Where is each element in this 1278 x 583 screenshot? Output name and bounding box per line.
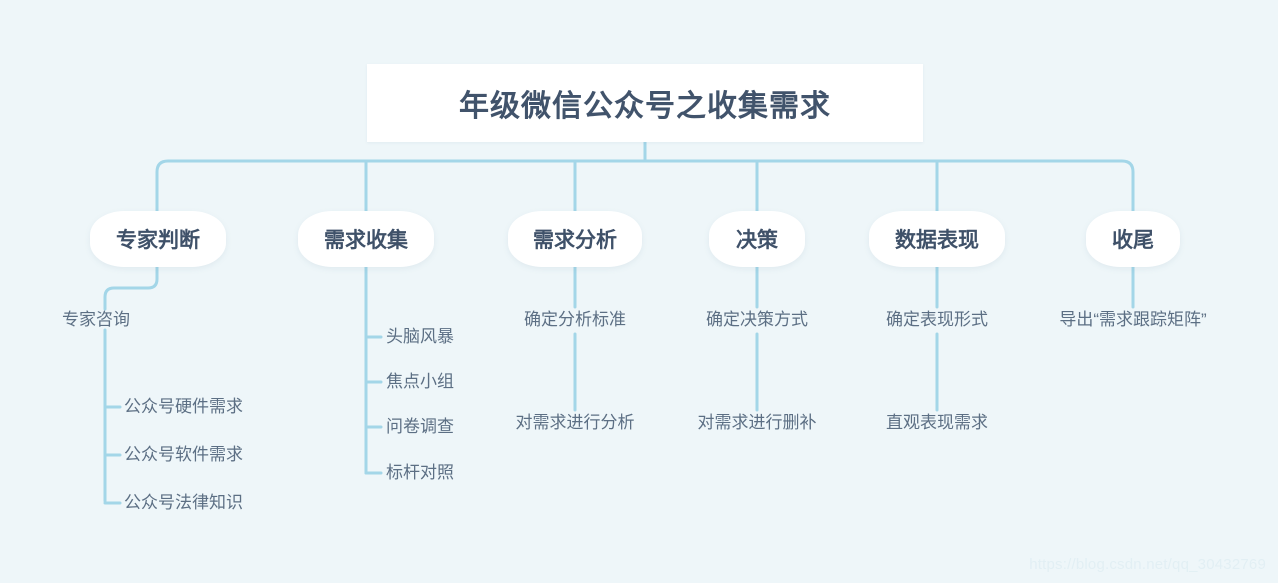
branch-node-5[interactable]: 数据表现	[869, 211, 1005, 267]
leaf-software-requirement[interactable]: 公众号软件需求	[124, 445, 243, 464]
watermark: https://blog.csdn.net/qq_30432769	[1029, 556, 1266, 573]
branch-node-3[interactable]: 需求分析	[508, 211, 642, 267]
leaf-visual-presentation[interactable]: 直观表现需求	[886, 413, 988, 432]
leaf-add-remove-requirements[interactable]: 对需求进行删补	[697, 413, 817, 432]
branch-node-4[interactable]: 决策	[709, 211, 805, 267]
leaf-focus-group[interactable]: 焦点小组	[386, 372, 454, 391]
edge-bus	[155, 159, 1135, 213]
leaf-export-traceability-matrix[interactable]: 导出“需求跟踪矩阵”	[1059, 310, 1207, 329]
branch-node-6-label: 收尾	[1112, 229, 1154, 252]
branch-node-2-label: 需求收集	[324, 229, 408, 252]
leaf-benchmarking[interactable]: 标杆对照	[386, 463, 454, 482]
branch-node-6[interactable]: 收尾	[1086, 211, 1180, 267]
leaf-presentation-format[interactable]: 确定表现形式	[886, 310, 988, 329]
leaf-expert-consult[interactable]: 专家咨询	[62, 310, 130, 329]
branch-node-2[interactable]: 需求收集	[298, 211, 434, 267]
branch-node-1-label: 专家判断	[116, 229, 200, 252]
branch-node-1[interactable]: 专家判断	[90, 211, 226, 267]
leaf-decision-method[interactable]: 确定决策方式	[706, 310, 808, 329]
page-title: 年级微信公众号之收集需求	[459, 90, 831, 123]
branch-node-4-label: 决策	[736, 229, 778, 252]
leaf-analysis-criteria[interactable]: 确定分析标准	[524, 310, 626, 329]
branch-node-3-label: 需求分析	[533, 229, 617, 252]
leaf-brainstorming[interactable]: 头脑风暴	[386, 327, 454, 346]
root-title-card[interactable]: 年级微信公众号之收集需求	[367, 64, 923, 142]
leaf-questionnaire[interactable]: 问卷调查	[386, 417, 454, 436]
edge-b1-elbow	[103, 265, 159, 311]
leaf-analyze-requirements[interactable]: 对需求进行分析	[515, 413, 635, 432]
leaf-legal-knowledge[interactable]: 公众号法律知识	[124, 493, 243, 512]
leaf-hardware-requirement[interactable]: 公众号硬件需求	[124, 397, 243, 416]
branch-node-5-label: 数据表现	[895, 229, 979, 252]
